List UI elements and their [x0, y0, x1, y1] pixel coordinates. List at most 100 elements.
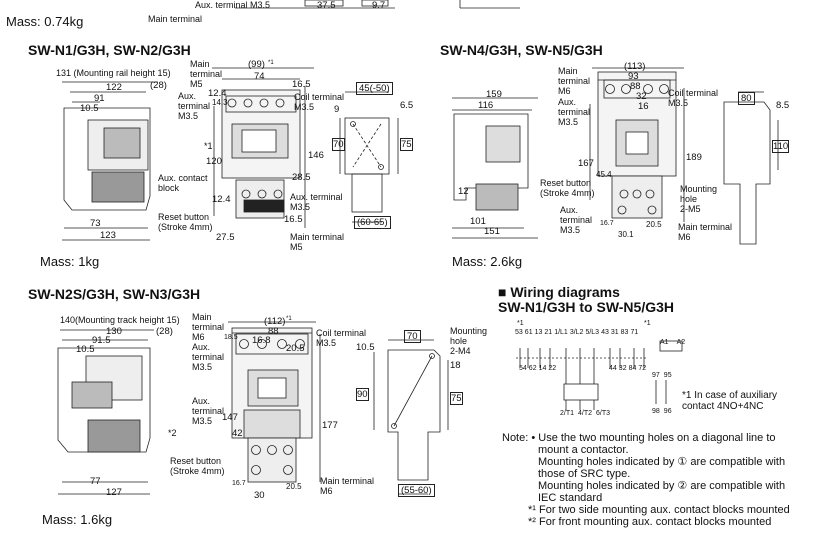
wiring-coil-a2: A2 [676, 339, 686, 346]
wiring-term-98: 98 [652, 408, 660, 415]
section1-dim-99: (99) [248, 59, 265, 70]
section3-dim-28: (28) [156, 326, 173, 337]
wiring-term-21: 21 [544, 329, 553, 336]
sw-n4-side-view [452, 97, 538, 239]
section1-dim-122: 122 [106, 82, 122, 93]
section3-aux-terminal-b-label: Aux. terminal M3.5 [192, 396, 225, 426]
section3-dim-55-60: (55-60) [398, 484, 435, 497]
section2-main-terminal2-label: Main terminal M6 [678, 222, 733, 242]
section3-title: SW-N2S/G3H, SW-N3/G3H [28, 286, 201, 302]
wiring-term-22: 22 [548, 365, 557, 372]
wiring-term-83: 83 [620, 329, 629, 336]
section1-dim-91: 91 [94, 93, 105, 104]
section1-coil-terminal-label: Coil terminal M3.5 [294, 92, 345, 112]
section2-dim-110: 110 [772, 140, 790, 153]
section1-dim-28-5: 28.5 [292, 172, 311, 183]
wiring-term-72: 72 [638, 365, 647, 372]
section1-dim-70: 70 [332, 138, 345, 151]
wiring-term-31: 31 [610, 329, 619, 336]
wiring-aux-note: *1 In case of auxiliary contact 4NO+4NC [682, 390, 778, 412]
section3-dim-10-5: 10.5 [76, 344, 95, 355]
section3-dim-127: 127 [106, 487, 122, 498]
section2-dim-151: 151 [484, 226, 500, 237]
section3-reset-button-label: Reset button (Stroke 4mm) [170, 456, 225, 476]
section3-dim-16-7: 16.7 [232, 480, 246, 487]
wiring-term-2t1: 2/T1 [560, 410, 575, 417]
wiring-term-4t2: 4/T2 [578, 410, 593, 417]
wiring-subtitle: SW-N1/G3H to SW-N5/G3H [498, 299, 675, 315]
section2-dim-12: 12 [458, 186, 469, 197]
section2-dim-101: 101 [470, 216, 486, 227]
section1-aux-contact-block-label: Aux. contact block [158, 173, 208, 193]
wiring-ol-aux-top: 97 95 [652, 372, 672, 379]
wiring-term-71: 71 [630, 329, 639, 336]
section1-dim-14-3: 14.3 [212, 98, 228, 107]
section3-dim-177: 177 [322, 420, 338, 431]
section2-dim-8-5: 8.5 [776, 100, 790, 111]
sw-n4-front-view [589, 67, 685, 222]
section1-dim-12-4b: 12.4 [212, 194, 231, 205]
section2-dim-93: 93 [628, 71, 639, 82]
wiring-diagram [516, 340, 683, 410]
section2-dim-113: (113) [624, 61, 646, 72]
section1-dim-120: 120 [206, 156, 222, 167]
section3-dim-70: 70 [404, 330, 421, 343]
section1-aux-terminal-label: Aux. terminal M3.5 [178, 91, 211, 121]
section1-dim-27-5: 27.5 [216, 232, 235, 243]
section3-dim-130: 130 [106, 326, 122, 337]
section2-dim-30-1: 30.1 [618, 230, 634, 239]
wiring-term-1l1: 1/L1 [554, 329, 568, 336]
section3-dim-42: 42 [232, 428, 243, 439]
section3-mass: Mass: 1.6kg [42, 512, 113, 527]
section2-reset-button-label: Reset button (Stroke 4mm) [540, 178, 595, 198]
sw-n1-mounting-view [339, 91, 399, 223]
section1-star1: *1 [204, 141, 213, 151]
wiring-top-terminals: 53 61 13 21 1/L1 3/L2 5/L3 43 31 83 71 [515, 329, 638, 336]
section2-coil-terminal-label: Coil terminal M3.5 [668, 88, 719, 108]
section3-main-terminal2-label: Main terminal M6 [320, 476, 375, 496]
section2-dim-167: 167 [578, 158, 594, 169]
note-line-2: mount a contactor. [538, 444, 629, 456]
section1-dim-star: *1 [268, 60, 274, 66]
sw-n2s-side-view [57, 329, 154, 495]
wiring-term-3l2: 3/L2 [569, 329, 584, 336]
wiring-ol-aux-bottom: 98 96 [652, 408, 672, 415]
section3-dim-77: 77 [90, 476, 101, 487]
note-line-1: Note: • Use the two mounting holes on a … [502, 432, 776, 444]
section1-title: SW-N1/G3H, SW-N2/G3H [28, 42, 191, 58]
wiring-overload-terms: 2/T1 4/T2 6/T3 [560, 410, 610, 417]
section1-dim-45-50: 45(-50) [356, 82, 393, 95]
section1-reset-button-label: Reset button (Stroke 4mm) [158, 212, 213, 232]
section2-mass: Mass: 2.6kg [452, 254, 523, 269]
section3-dim-91-5: 91.5 [92, 335, 111, 346]
note-line-4: those of SRC type. [538, 468, 631, 480]
note-line-8: *² For front mounting aux. contact block… [528, 516, 772, 528]
sw-n4-mounting-view [723, 91, 779, 245]
section1-dim-16-5: 16.5 [292, 79, 311, 90]
wiring-term-54: 54 [519, 365, 527, 372]
wiring-term-95: 95 [663, 372, 672, 379]
wiring-term-44: 44 [609, 365, 617, 372]
wiring-term-13: 13 [534, 329, 543, 336]
section3-coil-terminal-label: Coil terminal M3.5 [316, 328, 367, 348]
wiring-term-62: 62 [528, 365, 537, 372]
wiring-title: ■ Wiring diagrams [498, 284, 620, 300]
section1-dim-12-4: 12.4 [208, 88, 227, 99]
wiring-term-43: 43 [601, 329, 609, 336]
wiring-star1a: *1 [517, 320, 524, 327]
section2-dim-116: 116 [478, 100, 494, 111]
section3-dim-88: 88 [268, 326, 279, 337]
section2-dim-159: 159 [486, 89, 502, 100]
section3-aux-terminal-label: Aux. terminal M3.5 [192, 342, 225, 372]
sw-n2s-front-view [228, 321, 321, 483]
sw-n2s-mounting-view [373, 339, 449, 495]
section1-dim-6-5: 6.5 [400, 100, 414, 111]
section2-dim-45-4: 45.4 [596, 170, 612, 179]
section3-dim-147: 147 [222, 412, 238, 423]
section2-dim-80: 80 [738, 92, 755, 105]
sw-n1-side-view [62, 81, 158, 241]
section2-title: SW-N4/G3H, SW-N5/G3H [440, 42, 603, 58]
top-aux-terminal-label: Aux. terminal M3.5 [195, 0, 271, 10]
section3-star2: *2 [168, 428, 177, 438]
wiring-coil-a1: A1 [660, 339, 669, 346]
